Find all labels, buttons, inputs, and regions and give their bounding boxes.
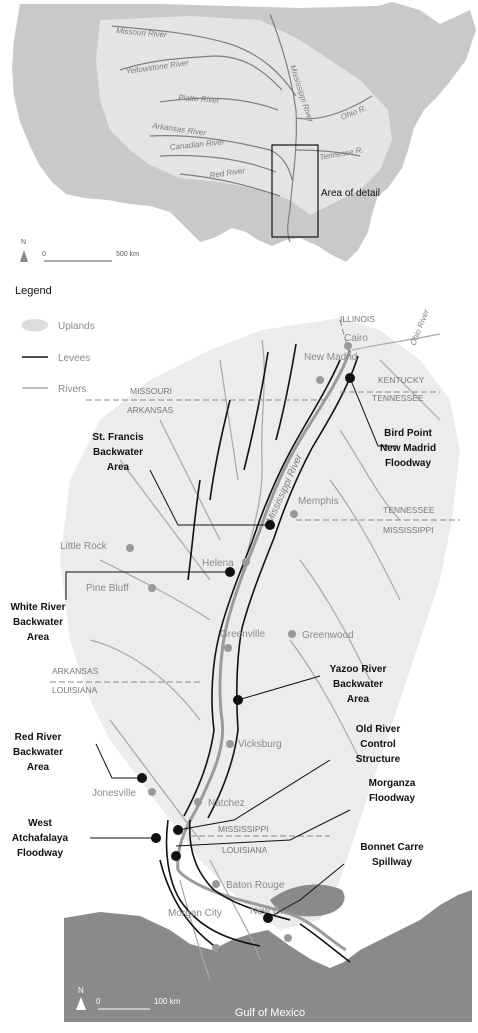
detail-scale-zero: 0 [96,997,101,1006]
state-label-mississippi: MISSISSIPPI [383,525,434,535]
city-label-greenville: Greenville [220,629,265,640]
city-label-cairo: Cairo [344,333,368,344]
old-river-line1: Old River [356,724,401,735]
river-label-platte: Platte River [178,93,220,105]
overview-rivers [111,13,373,243]
city-label-jonesville: Jonesville [92,788,136,799]
detail-uplands [60,318,460,930]
yazoo-line3: Area [347,694,370,705]
legend-uplands: Uplands [58,321,95,332]
overview-scale-label: 500 km [116,251,139,258]
state-label-tennessee-south: TENNESSEE [383,505,435,515]
site-markers [137,373,355,923]
city-label-morgan-city: Morgan City [168,908,222,919]
bonnet-line1: Bonnet Carre [360,842,424,853]
city-label-baton-rouge: Baton Rouge [226,880,285,891]
st-francis-line2: Backwater [93,447,143,458]
red-river-line2: Backwater [13,747,63,758]
uplands-swatch [21,319,49,332]
west-atch-line1: West [28,818,52,829]
yazoo-line2: Backwater [333,679,383,690]
west-atch-line2: Atchafalaya [12,833,69,844]
white-river-line2: Backwater [13,617,63,628]
site-label-morganza: Morganza Floodway [369,778,416,804]
overview-north-label: N [21,239,26,246]
city-label-greenwood: Greenwood [302,630,354,641]
red-river-line1: Red River [15,732,62,743]
overview-scale-zero: 0 [42,251,46,258]
state-label-missouri: MISSOURI [130,386,172,396]
city-label-new-madrid: New Madrid [304,352,357,363]
site-label-old-river: Old River Control Structure [356,724,401,765]
gulf-of-mexico [64,890,472,1022]
state-boundaries [50,319,460,837]
old-river-line3: Structure [356,754,401,765]
site-label-west-atchafalaya: West Atchafalaya Floodway [12,818,69,859]
legend-levees: Levees [58,353,90,364]
old-river-line2: Control [360,739,396,750]
city-label-natchez: Natchez [208,798,245,809]
city-label-little-rock: Little Rock [60,541,108,552]
bird-point-line3: Floodway [385,458,432,469]
bonnet-line2: Spillway [372,857,412,868]
bird-point-line2: New Madrid [380,443,436,454]
river-label-missouri: Missouri River [116,26,168,39]
legend: Legend Uplands Levees Rivers [15,285,95,395]
morganza-line1: Morganza [369,778,416,789]
legend-title: Legend [15,285,52,297]
bird-point-line1: Bird Point [384,428,432,439]
city-label-memphis: Memphis [298,496,339,507]
overview-map: Missouri River Yellowstone River Platte … [12,2,476,262]
area-of-detail-box [271,144,319,238]
state-label-arkansas-south: ARKANSAS [52,666,99,676]
overview-north-arrow-icon [20,250,28,262]
site-label-white-river: White River Backwater Area [10,602,65,643]
west-atch-line3: Floodway [17,848,64,859]
state-label-mississippi-south: MISSISSIPPI [218,824,269,834]
city-label-pine-bluff: Pine Bluff [86,583,129,594]
detail-scale-label: 100 km [154,997,181,1006]
state-label-louisiana: LOUISIANA [52,685,98,695]
area-of-detail-label: Area of detail [321,188,380,199]
state-label-kentucky: KENTUCKY [378,375,425,385]
detail-river-label-ohio: Ohio River [409,308,432,347]
lake-pontchartrain [270,884,345,917]
detail-north-arrow-icon [76,997,86,1010]
st-francis-line1: St. Francis [92,432,144,443]
legend-rivers: Rivers [58,384,86,395]
city-label-vicksburg: Vicksburg [238,739,282,750]
detail-north-label: N [78,986,84,995]
state-label-arkansas: ARKANSAS [127,405,174,415]
site-label-bird-point: Bird Point New Madrid Floodway [380,428,436,469]
state-label-illinois: ILLINOIS [340,314,375,324]
city-label-helena: Helena [202,558,234,569]
detail-levees [159,343,359,963]
site-label-bonnet-carre: Bonnet Carre Spillway [360,842,424,868]
white-river-line3: Area [27,632,50,643]
yazoo-line1: Yazoo River [330,664,387,675]
red-river-line3: Area [27,762,50,773]
city-dots [126,342,352,952]
mississippi-river [176,349,352,952]
gulf-label: Gulf of Mexico [235,1007,305,1019]
detail-map: ILLINOIS MISSOURI ARKANSAS KENTUCKY TENN… [10,308,472,1022]
site-label-st-francis: St. Francis Backwater Area [92,432,144,473]
state-label-louisiana-south: LOUISIANA [222,845,268,855]
state-label-tennessee: TENNESSEE [372,393,424,403]
site-label-red-river: Red River Backwater Area [13,732,63,773]
morganza-line2: Floodway [369,793,416,804]
detail-rivers [89,333,441,981]
st-francis-line3: Area [107,462,130,473]
site-label-yazoo: Yazoo River Backwater Area [330,664,387,705]
white-river-line1: White River [10,602,65,613]
site-leader-lines [65,377,398,919]
